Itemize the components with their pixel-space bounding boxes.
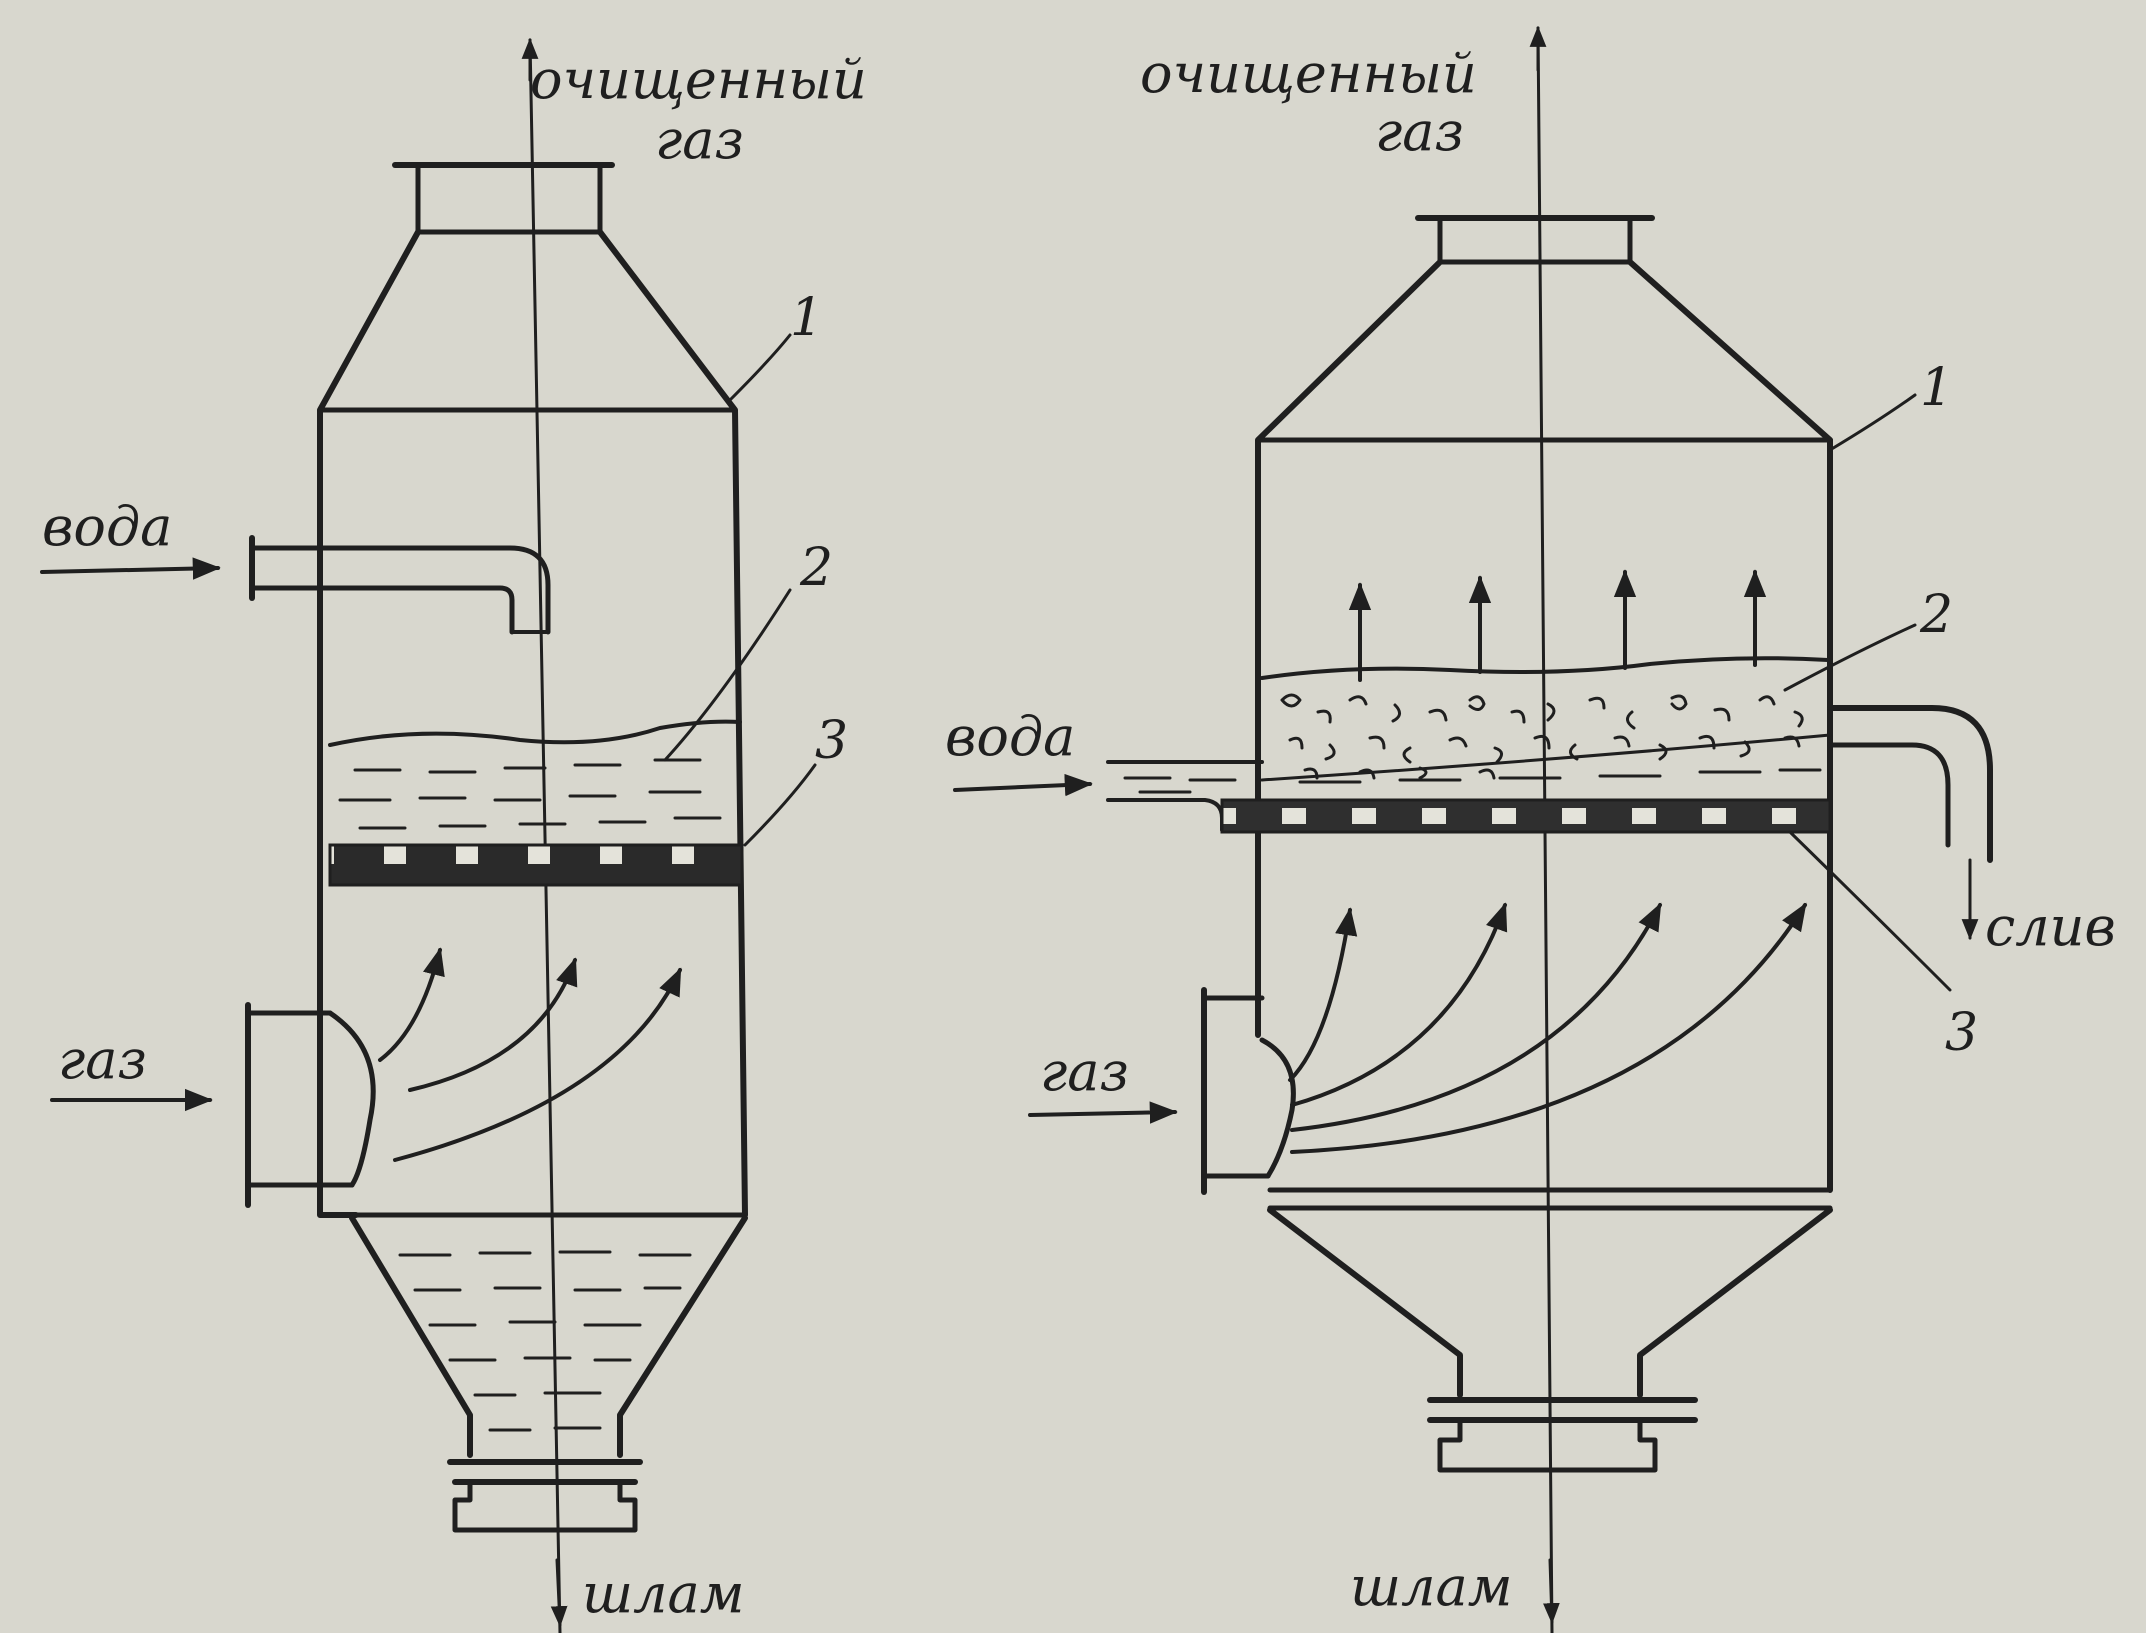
left-gas-in-label: газ: [58, 1028, 147, 1091]
right-lower-cone-right: [1637, 1207, 1833, 1398]
right-water-label: вода: [945, 705, 1075, 768]
right-gas-in-arrow: [1028, 1101, 1178, 1124]
right-upward-arrows: [1348, 569, 1767, 682]
right-sludge-arrow: [1542, 1558, 1560, 1625]
left-liquid-layer: [328, 719, 742, 830]
right-part-number-2: 2: [1919, 585, 1953, 645]
left-gas-out-label-line1: очищенный: [530, 48, 867, 111]
left-lower-cone-right: [617, 1215, 748, 1458]
left-bottom-flange: [447, 1459, 643, 1533]
right-gas-out-label-line1: очищенный: [1140, 42, 1477, 105]
right-foam-layer: [1260, 656, 1830, 780]
right-water-channel: [1106, 733, 1832, 832]
right-leader-lines: [1783, 393, 1952, 992]
left-lower-cone-left: [349, 1215, 473, 1458]
right-top-flange: [1415, 215, 1655, 265]
left-water-label: вода: [42, 495, 172, 558]
left-perforated-grate: [328, 843, 744, 887]
left-sludge-hatching: [398, 1250, 692, 1432]
left-top-flange: [392, 162, 615, 235]
left-gas-inlet-pipe: [245, 1002, 376, 1208]
left-water-in-arrow: [40, 557, 221, 580]
left-axis-line: [528, 38, 562, 1633]
right-water-in-arrow: [953, 773, 1093, 797]
left-gas-out-label-line2: газ: [655, 108, 744, 171]
left-leader-lines: [663, 333, 817, 847]
left-gas-flow-arrows: [378, 947, 682, 1162]
left-water-inlet-pipe: [249, 535, 551, 635]
right-perforated-grate: [1220, 798, 1832, 834]
right-gas-in-label: газ: [1040, 1040, 1129, 1103]
right-drain-pipe: [1827, 705, 1993, 941]
left-body-left-wall: [317, 229, 421, 1218]
left-sludge-label: шлам: [582, 1562, 745, 1625]
right-gas-flow-arrows: [1288, 902, 1807, 1154]
right-part-number-3: 3: [1945, 1003, 1978, 1063]
left-part-number-2: 2: [799, 538, 833, 598]
left-part-number-1: 1: [790, 288, 823, 348]
right-gas-inlet-pipe: [1201, 987, 1296, 1195]
right-gas-out-label-line2: газ: [1375, 100, 1464, 163]
left-part-number-3: 3: [815, 711, 848, 771]
left-apparatus: очищенный газ вода газ шлам 1 2 3: [40, 37, 867, 1633]
right-drain-label: слив: [1985, 895, 2116, 958]
right-lower-cone-left: [1267, 1207, 1463, 1398]
right-part-number-1: 1: [1920, 358, 1953, 418]
right-bottom-flange: [1427, 1397, 1698, 1473]
right-apparatus: очищенный газ вода газ шлам слив 1 2 3: [945, 25, 2116, 1633]
left-sludge-arrow: [550, 1558, 568, 1628]
right-sludge-label: шлам: [1350, 1555, 1513, 1618]
